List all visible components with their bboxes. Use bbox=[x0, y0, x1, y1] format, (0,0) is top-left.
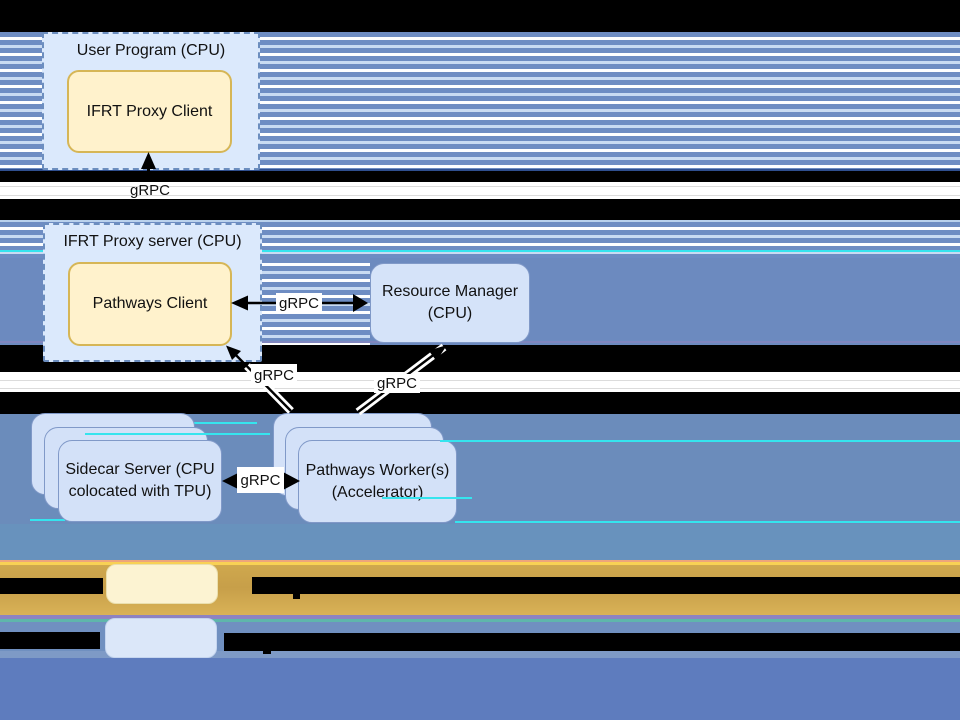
resource-manager-box: Resource Manager (CPU) bbox=[370, 263, 530, 343]
arrowhead-right bbox=[353, 294, 368, 312]
grpc-text: gRPC bbox=[253, 366, 294, 384]
resource-manager-line2: (CPU) bbox=[427, 305, 473, 322]
glitch-line-cyan bbox=[440, 440, 960, 442]
grpc-label-worker-client: gRPC bbox=[251, 364, 297, 386]
redacted-text-descender bbox=[293, 594, 300, 599]
arrowhead-left bbox=[231, 295, 248, 311]
legend-swatch-yellow bbox=[106, 564, 218, 604]
pathways-client-label: Pathways Client bbox=[92, 295, 208, 312]
glitch-line-purple bbox=[0, 615, 960, 619]
glitch-hairline bbox=[0, 388, 960, 389]
glitch-hairline bbox=[0, 380, 960, 381]
glitch-band-slate-tint bbox=[0, 524, 960, 560]
glitch-band-slate-light bbox=[0, 651, 960, 658]
glitch-line-cyan bbox=[0, 250, 960, 252]
glitch-band-black-top bbox=[0, 0, 960, 32]
glitch-line-cyan bbox=[30, 519, 65, 521]
glitch-band-black-3 bbox=[0, 199, 960, 220]
ifrt-proxy-client-box: IFRT Proxy Client bbox=[67, 70, 232, 153]
arrowhead-upleft bbox=[226, 345, 241, 360]
glitch-band-black-2 bbox=[0, 171, 960, 182]
arrowhead-up bbox=[141, 152, 156, 169]
glitch-hairline bbox=[0, 195, 960, 196]
glitch-line-navy bbox=[0, 169, 960, 171]
glitch-line-cyan bbox=[140, 422, 257, 424]
redacted-text-bar bbox=[224, 633, 960, 651]
user-program-title: User Program (CPU) bbox=[76, 42, 226, 59]
sidecar-server-box: Sidecar Server (CPU colocated with TPU) bbox=[58, 440, 222, 522]
redacted-text-bar bbox=[252, 577, 960, 594]
glitch-line-cyan bbox=[85, 433, 270, 435]
grpc-label-rm-client: gRPC bbox=[276, 293, 322, 313]
glitch-line-yellow bbox=[0, 562, 960, 565]
glitch-line-cyan bbox=[382, 497, 472, 499]
pathways-worker-line2: (Accelerator) bbox=[331, 483, 424, 501]
sidecar-server-line2: colocated with TPU) bbox=[68, 483, 212, 500]
grpc-text: gRPC bbox=[129, 181, 170, 199]
glitch-band-white-2 bbox=[0, 372, 960, 392]
resource-manager-line1: Resource Manager bbox=[381, 283, 519, 300]
grpc-label-proxy-client: gRPC bbox=[128, 181, 172, 199]
glitch-line-cyan bbox=[455, 521, 960, 523]
pathways-worker-line1: Pathways Worker(s) bbox=[305, 461, 450, 479]
glitch-band-bottom-blue bbox=[0, 658, 960, 720]
glitch-line-pale bbox=[0, 220, 960, 222]
grpc-label-worker-rm: gRPC bbox=[374, 374, 420, 393]
grpc-label-sidecar-worker: gRPC bbox=[237, 467, 284, 493]
redacted-text-bar bbox=[0, 578, 103, 594]
arrowhead-right bbox=[283, 472, 300, 490]
redacted-text-bar bbox=[0, 632, 100, 649]
glitch-line-salmon bbox=[0, 560, 960, 562]
arrowhead-upright bbox=[428, 345, 447, 361]
pathways-client-box: Pathways Client bbox=[68, 262, 232, 346]
glitch-line-teal bbox=[0, 619, 960, 622]
sidecar-server-line1: Sidecar Server (CPU bbox=[65, 461, 215, 478]
glitch-band-white-1 bbox=[0, 182, 960, 199]
ifrt-proxy-server-title: IFRT Proxy server (CPU) bbox=[63, 233, 242, 250]
legend-swatch-blue bbox=[105, 618, 217, 658]
grpc-text: gRPC bbox=[278, 294, 319, 312]
ifrt-proxy-client-label: IFRT Proxy Client bbox=[86, 102, 213, 120]
glitch-hairline bbox=[0, 186, 960, 187]
grpc-text: gRPC bbox=[240, 471, 281, 489]
glitch-band-black-5 bbox=[0, 392, 960, 414]
grpc-text: gRPC bbox=[376, 375, 417, 392]
redacted-text-descender bbox=[263, 650, 271, 654]
arrowhead-left bbox=[222, 471, 241, 491]
